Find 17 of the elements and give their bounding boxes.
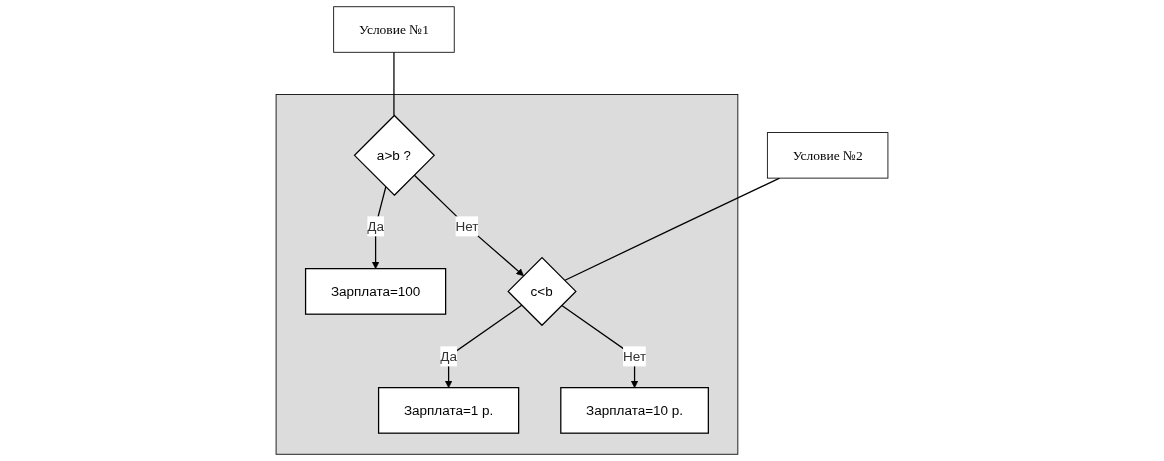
node-box: Условие №1: [333, 6, 455, 53]
node-diamond: a>b ?: [353, 114, 436, 197]
edge-label: Да: [367, 218, 384, 234]
node-box: Зарплата=100: [304, 268, 447, 315]
edge-label: Нет: [623, 348, 647, 364]
arrow: [413, 174, 524, 276]
arrow: [560, 304, 639, 388]
node-diamond: c<b: [507, 256, 577, 327]
edge-label: Нет: [455, 218, 479, 234]
node-box: Зарплата=10 р.: [560, 387, 709, 434]
arrow: [371, 186, 387, 269]
arrow: [444, 304, 523, 388]
cluster: [275, 94, 739, 455]
node-box: Зарплата=1 р.: [377, 387, 520, 434]
node-box: Условие №2: [766, 132, 889, 179]
edge-label: Да: [440, 348, 457, 364]
connector: [393, 51, 395, 117]
